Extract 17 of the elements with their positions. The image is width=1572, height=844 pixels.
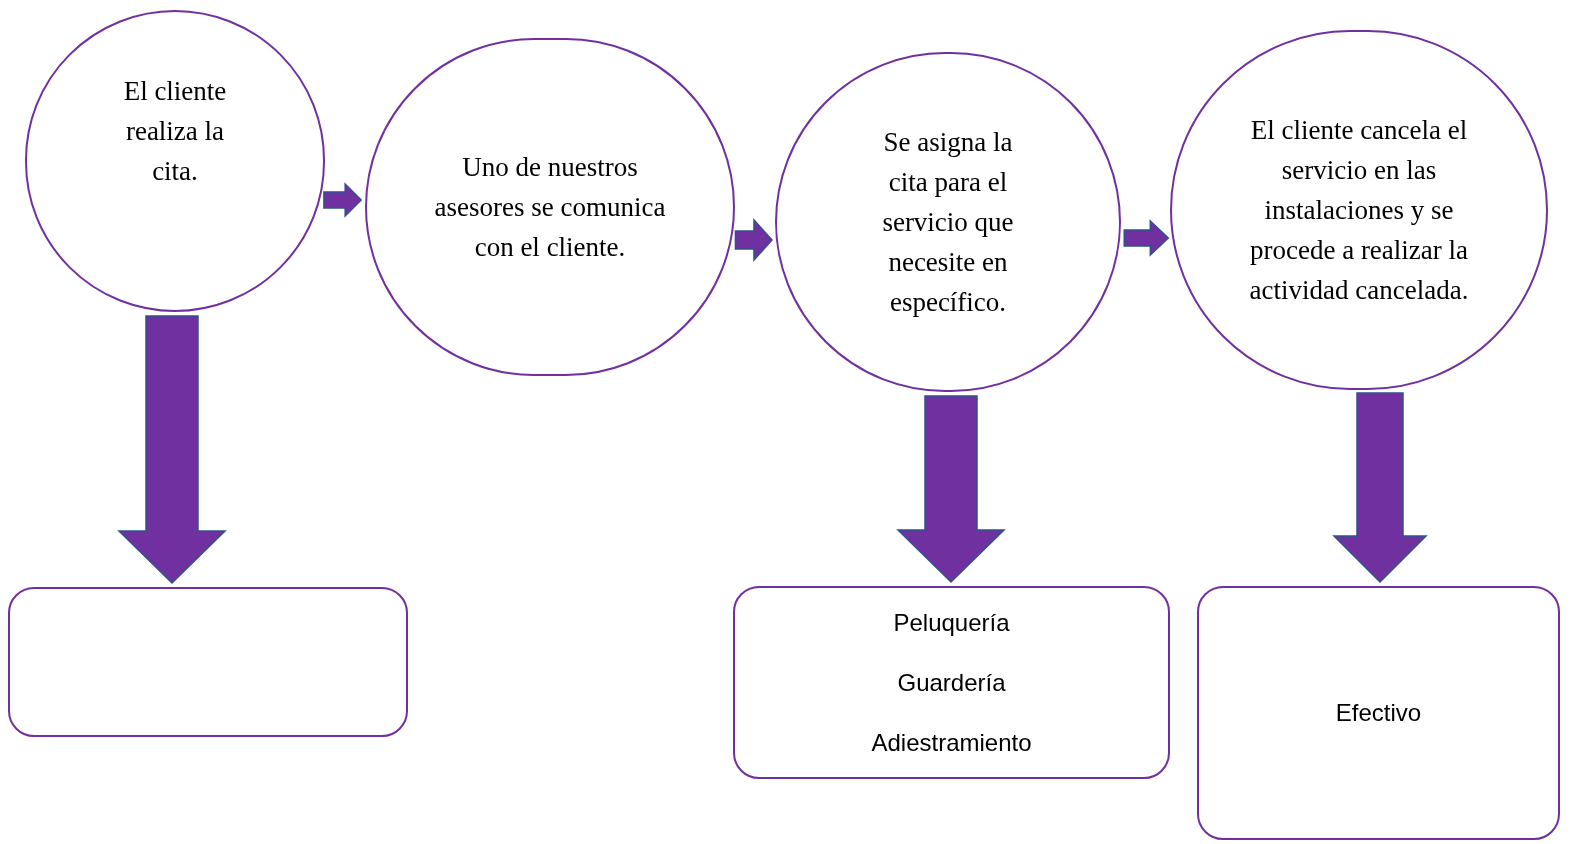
block-arrow bbox=[323, 182, 363, 218]
step-text: Se asigna la cita para el servicio que necesite en específico. bbox=[881, 126, 1015, 319]
block-arrow bbox=[896, 395, 1006, 584]
block-arrow bbox=[1332, 392, 1428, 584]
option-text: Efectivo bbox=[1335, 698, 1422, 728]
option-box bbox=[8, 587, 408, 737]
block-arrow bbox=[734, 218, 773, 262]
option-box bbox=[733, 586, 1170, 779]
block-arrow bbox=[117, 315, 227, 585]
step-text: Uno de nuestros asesores se comunica con el cliente. bbox=[433, 151, 667, 264]
option-text: Peluquería bbox=[893, 607, 1010, 638]
option-text: Adiestramiento bbox=[871, 727, 1032, 758]
option-box bbox=[1197, 586, 1560, 840]
step-text: El cliente cancela el servicio en las instalaciones y se procede a realizar la actividad cancelada. bbox=[1248, 114, 1470, 307]
step-text: El cliente realiza la cita. bbox=[122, 75, 228, 188]
block-arrow bbox=[1123, 219, 1170, 257]
option-text: Guardería bbox=[897, 667, 1006, 698]
